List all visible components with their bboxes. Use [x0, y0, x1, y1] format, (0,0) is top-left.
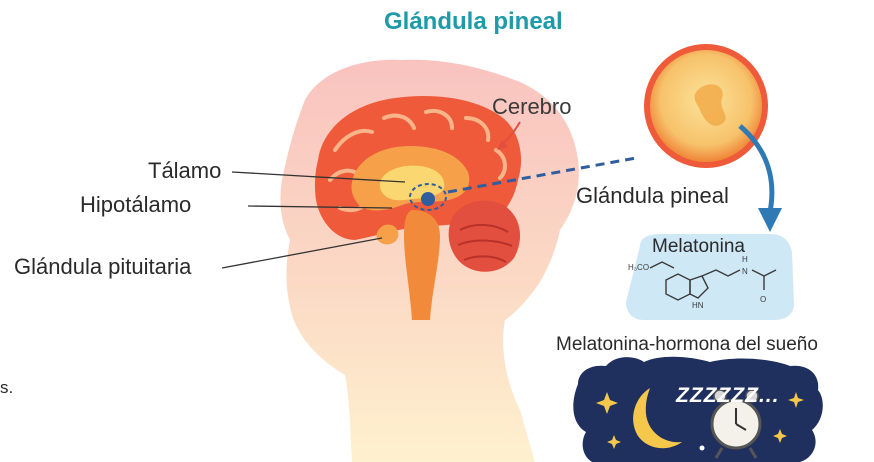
diagram-title: Glándula pineal [384, 8, 563, 36]
dot-icon [700, 446, 705, 451]
label-cerebro: Cerebro [492, 94, 571, 120]
atom-hn: HN [692, 301, 704, 310]
label-hormona-sueno: Melatonina-hormona del sueño [556, 334, 818, 356]
label-hipotalamo: Hipotálamo [80, 192, 191, 218]
curved-arrowhead [758, 208, 782, 232]
label-melatonina: Melatonina [652, 236, 745, 258]
atom-n: N [742, 267, 748, 276]
atom-h3co: H₃CO [628, 263, 649, 272]
night-cloud [573, 357, 822, 462]
cerebellum [449, 201, 520, 272]
zzz-sleep-text: ZZZZZZ... [676, 384, 779, 408]
atom-o: O [760, 295, 766, 304]
label-talamo: Tálamo [148, 158, 221, 184]
edge-text-fragment: s. [0, 378, 13, 398]
label-pineal: Glándula pineal [576, 183, 729, 209]
pineal-gland-dot [421, 192, 435, 206]
label-pituitaria: Glándula pituitaria [14, 254, 191, 280]
